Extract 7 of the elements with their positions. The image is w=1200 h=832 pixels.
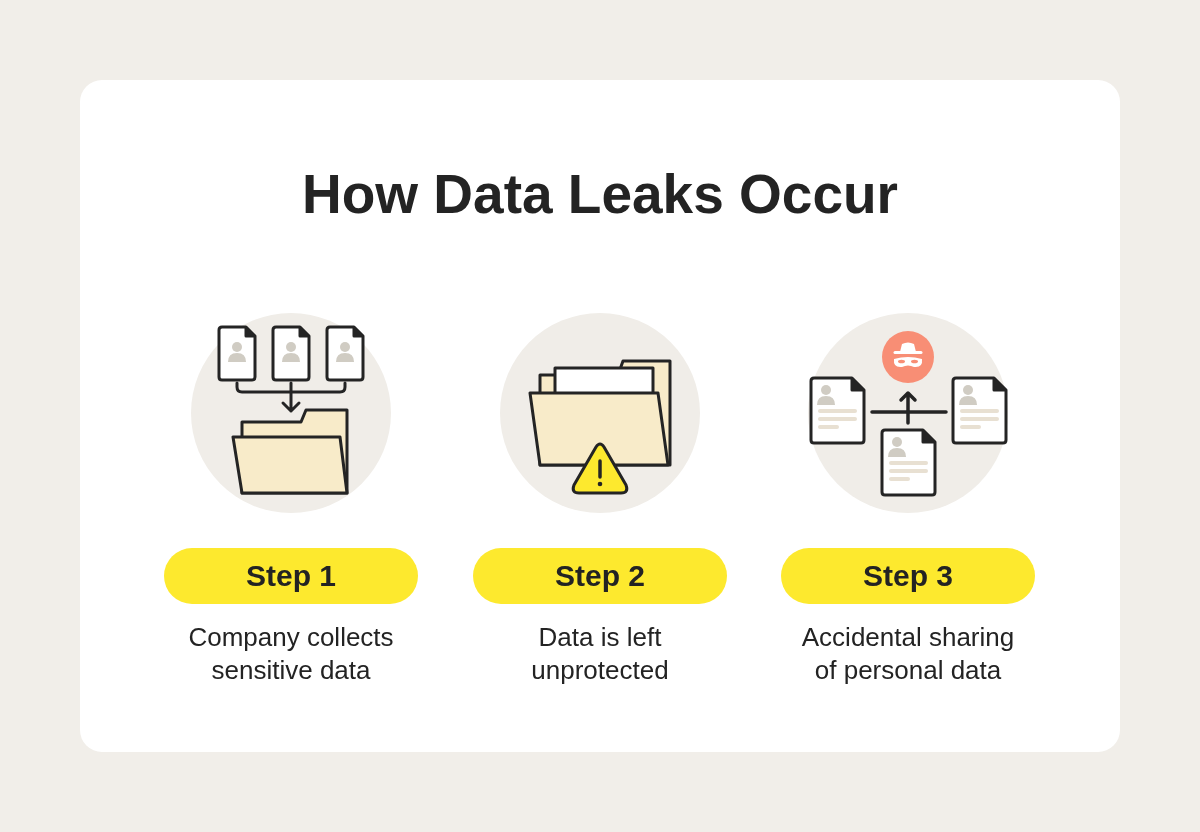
step-pill: Step 3 bbox=[781, 548, 1035, 604]
step-description: Data is left unprotected bbox=[530, 621, 670, 687]
step-description: Company collects sensitive data bbox=[187, 621, 395, 687]
title: How Data Leaks Occur bbox=[300, 164, 900, 224]
step-description: Accidental sharing of personal data bbox=[800, 621, 1016, 687]
step-pill: Step 1 bbox=[164, 548, 418, 604]
step-pill: Step 2 bbox=[473, 548, 727, 604]
